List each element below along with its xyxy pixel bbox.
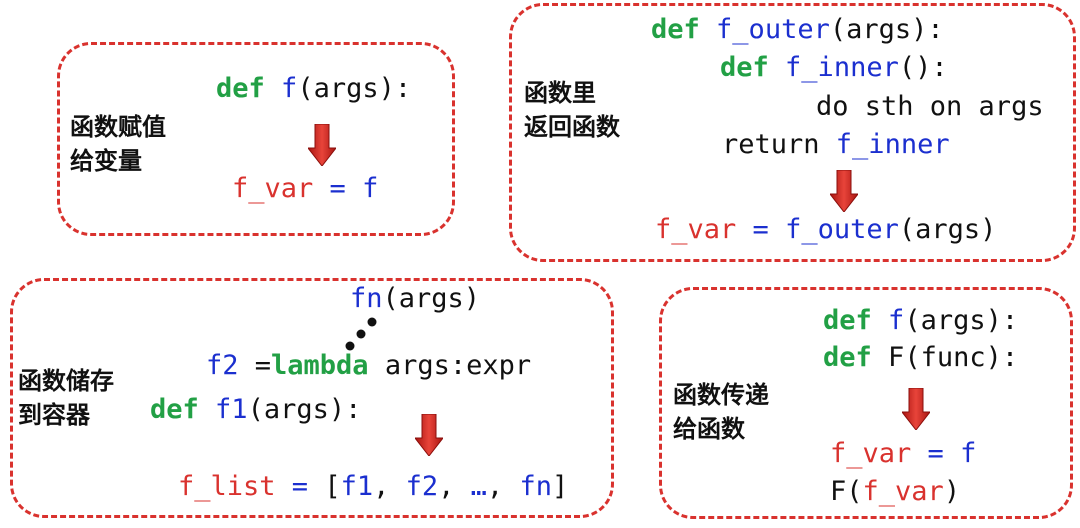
inner-function-name: f_inner <box>785 52 899 83</box>
params: (): <box>898 52 948 83</box>
assign-operator: = <box>238 350 272 381</box>
call-paren: ( <box>846 476 863 507</box>
called-function: f_outer <box>785 214 899 245</box>
params: (args): <box>829 14 944 45</box>
panel-assign-to-variable <box>57 42 455 236</box>
list-separator: , <box>373 471 406 502</box>
lambda-body: args:expr <box>368 350 532 381</box>
call-argument: f_var <box>862 476 944 507</box>
code-line-assign: f_var = f <box>830 437 976 471</box>
panel-pass-to-function <box>659 287 1073 519</box>
panel-store-in-container <box>10 278 614 518</box>
panel-pass-caption: 函数传递 给函数 <box>673 378 769 446</box>
panel-assign-caption: 函数赋值 给变量 <box>70 110 166 178</box>
lambda-variable: f2 <box>206 350 239 381</box>
assign-operator: = <box>736 214 786 245</box>
params: (args): <box>297 73 412 104</box>
code-line-outer-def: def f_outer(args): <box>651 13 944 47</box>
code-line-fn: fn(args) <box>350 282 480 316</box>
list-separator: , <box>438 471 471 502</box>
panel-return-caption: 函数里 返回函数 <box>524 76 620 144</box>
code-line-def: def F(func): <box>823 341 1018 375</box>
code-line-assign: f_var = f <box>232 172 378 206</box>
code-line-list: f_list = [f1, f2, …, fn] <box>178 470 568 504</box>
keyword-lambda: lambda <box>271 350 369 381</box>
list-bracket: [ <box>324 471 341 502</box>
return-keyword: return <box>722 129 836 160</box>
code-line-lambda: f2 =lambda args:expr <box>206 349 531 383</box>
assign-operator: = <box>911 438 961 469</box>
call-paren: ) <box>943 476 961 507</box>
caption-line: 返回函数 <box>524 113 620 141</box>
params: (args) <box>382 283 481 314</box>
call-args: (args) <box>898 214 997 245</box>
code-line-def: def f(args): <box>216 72 411 106</box>
panel-store-caption: 函数储存 到容器 <box>18 364 114 432</box>
down-arrow-icon <box>902 388 930 430</box>
assigned-function: f <box>960 438 977 469</box>
params: (args): <box>904 305 1019 336</box>
code-line-assign: f_var = f_outer(args) <box>655 213 996 247</box>
function-name: f <box>281 73 298 104</box>
function-name: fn <box>350 283 383 314</box>
caption-line: 给变量 <box>70 147 142 175</box>
code-line-call: F(f_var) <box>830 475 960 509</box>
result-variable: f_var <box>232 173 314 204</box>
result-variable: f_var <box>830 438 912 469</box>
function-name: f1 <box>215 394 248 425</box>
ellipsis-dots-icon <box>345 317 377 351</box>
down-arrow-icon <box>308 124 336 166</box>
keyword-def: def <box>823 342 872 373</box>
down-arrow-icon <box>415 414 443 456</box>
panel-return-function <box>509 3 1076 262</box>
keyword-def: def <box>216 73 265 104</box>
caption-line: 函数赋值 <box>70 113 166 141</box>
caption-line: 函数里 <box>524 79 596 107</box>
called-function: F <box>830 476 847 507</box>
caption-line: 函数传递 <box>673 381 769 409</box>
returned-function: f_inner <box>835 129 950 160</box>
down-arrow-icon <box>830 170 858 212</box>
code-line-body: do sth on args <box>816 90 1044 124</box>
params: (func): <box>904 342 1019 373</box>
assign-operator: = <box>313 173 363 204</box>
list-separator: , <box>486 471 520 502</box>
caption-line: 给函数 <box>673 415 745 443</box>
code-line-inner-def: def f_inner(): <box>720 51 948 85</box>
keyword-def: def <box>651 14 700 45</box>
assign-operator: = <box>275 471 325 502</box>
outer-function-name: f_outer <box>716 14 830 45</box>
list-item: f1 <box>340 471 374 502</box>
caption-line: 函数储存 <box>18 367 114 395</box>
code-line-def: def f1(args): <box>150 393 361 427</box>
list-item: f2 <box>405 471 439 502</box>
function-name: f <box>888 305 905 336</box>
body-text: do sth on args <box>816 91 1044 122</box>
result-variable: f_list <box>178 471 276 502</box>
assigned-function: f <box>362 173 379 204</box>
result-variable: f_var <box>655 214 737 245</box>
list-ellipsis: … <box>470 471 487 502</box>
keyword-def: def <box>720 52 769 83</box>
code-line-return: return f_inner <box>722 128 950 162</box>
keyword-def: def <box>823 305 872 336</box>
list-item: fn <box>519 471 552 502</box>
function-name: F <box>888 342 905 373</box>
params: (args): <box>247 394 362 425</box>
code-line-def: def f(args): <box>823 304 1018 338</box>
keyword-def: def <box>150 394 199 425</box>
list-bracket: ] <box>551 471 569 502</box>
caption-line: 到容器 <box>18 401 90 429</box>
